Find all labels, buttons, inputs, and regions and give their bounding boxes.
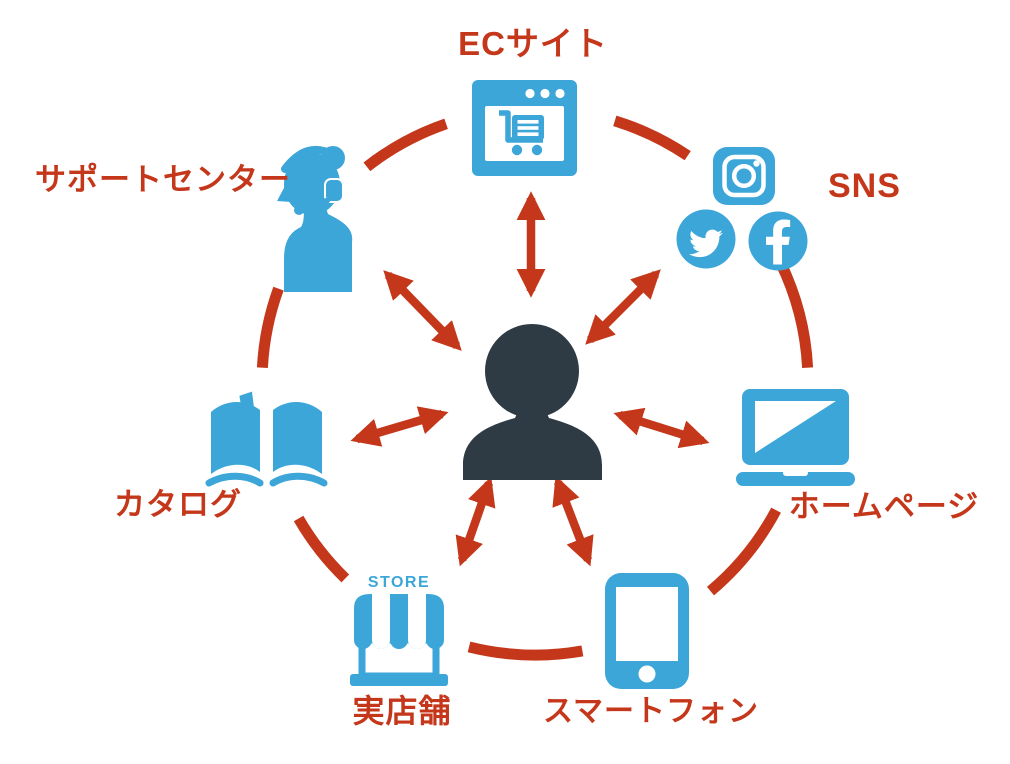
open-book-icon [205,388,328,487]
label-smartphone: スマートフォン [542,695,760,728]
node-sns-instagram [713,147,775,205]
ring-arc-store-catalog [293,515,350,583]
double-arrow-sns [585,269,661,345]
smartphone-icon [605,573,689,689]
center-person [455,313,610,480]
ring-arc-sns-homepage [775,259,814,369]
node-smartphone [605,573,689,689]
cart-glyph [499,110,544,156]
node-store: STORE [346,570,452,688]
node-homepage [736,389,855,486]
double-arrow-homepage [613,407,710,449]
double-arrow-store [455,476,496,567]
twitter-icon [676,209,736,269]
person-icon [463,324,602,480]
ring-arc-support-ec [363,118,448,172]
storefront-icon: STORE [350,574,448,686]
ring-arc-homepage-smartphone [706,507,781,596]
node-catalog [203,386,330,498]
double-arrow-support [383,270,462,351]
instagram-icon [713,147,775,205]
node-ec-site [472,80,577,176]
operator-headset-icon [277,145,353,292]
ring-arc-ec-sns [613,115,691,161]
ring-arc-smartphone-store [467,641,584,661]
node-support-center [276,144,364,292]
segmented-circle [256,115,814,661]
label-store: 実店舗 [352,693,452,729]
ring-arc-catalog-support [256,286,284,369]
label-ec-site: ECサイト [458,25,608,62]
label-catalog: カタログ [114,487,242,522]
store-sign-text: STORE [368,574,430,591]
store-awning [354,594,444,649]
node-sns-facebook [748,211,808,271]
laptop-icon [736,389,855,486]
label-homepage: ホームページ [788,489,980,524]
spoke-arrows [350,191,710,567]
double-arrow-catalog [350,406,449,447]
label-sns: SNS [828,167,901,205]
node-sns-twitter [676,209,736,269]
double-arrow-smartphone [552,475,594,567]
facebook-icon [748,211,808,271]
browser-cart-icon [472,80,577,176]
label-support-center: サポートセンター [35,162,291,197]
